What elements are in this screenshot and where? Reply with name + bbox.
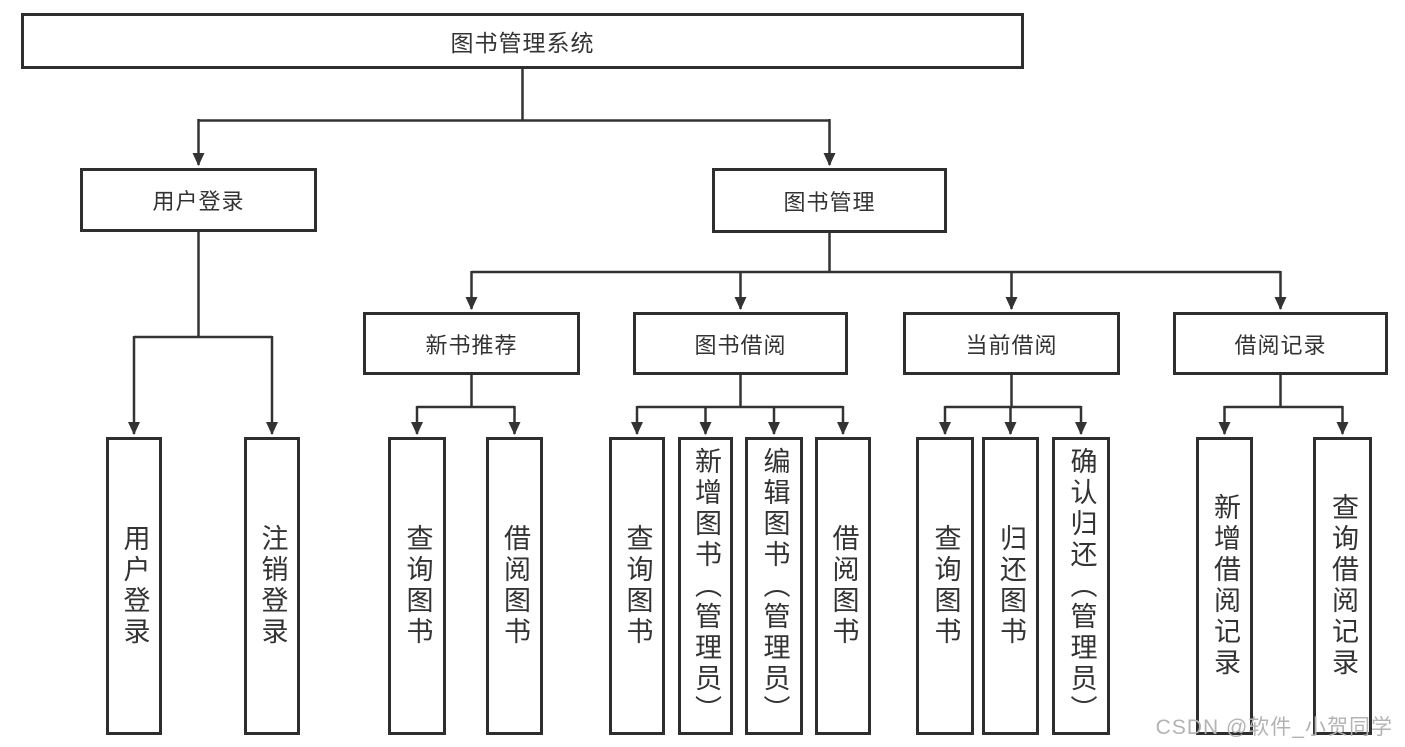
node-user-login: 用户登录 <box>80 168 317 232</box>
connector-new-book-rec-to-leaves <box>411 375 521 435</box>
leaf-borrow-books-borrowing: 借阅图书 <box>815 437 871 735</box>
node-library-management-system: 图书管理系统 <box>21 13 1024 69</box>
leaf-edit-books-admin: 编辑图书（管理员） <box>745 437 803 735</box>
connector-root-to-level2 <box>192 69 836 166</box>
node-new-book-recommendation: 新书推荐 <box>363 312 580 375</box>
connector-current-borrow-to-leaves <box>939 375 1087 435</box>
leaf-query-books-recommendation: 查询图书 <box>388 437 446 735</box>
leaf-borrow-books-recommendation: 借阅图书 <box>486 437 543 735</box>
node-current-borrowing: 当前借阅 <box>903 312 1120 375</box>
leaf-query-books-current: 查询图书 <box>916 437 974 735</box>
connector-user-login-to-leaves <box>128 232 278 435</box>
node-book-management: 图书管理 <box>712 168 947 233</box>
leaf-user-login: 用户登录 <box>106 437 162 735</box>
leaf-add-borrow-record: 新增借阅记录 <box>1196 437 1253 735</box>
csdn-watermark: CSDN @软件_小贺同学 <box>1155 716 1393 739</box>
leaf-return-books: 归还图书 <box>982 437 1039 735</box>
leaf-query-borrow-record: 查询借阅记录 <box>1313 437 1372 735</box>
connector-book-mgmt-to-level3 <box>465 233 1287 310</box>
leaf-confirm-return-admin: 确认归还（管理员） <box>1052 437 1110 735</box>
node-book-borrowing: 图书借阅 <box>633 312 848 375</box>
connector-book-borrow-to-leaves <box>631 375 849 435</box>
connector-borrow-records-to-leaves <box>1218 375 1349 435</box>
leaf-logout: 注销登录 <box>244 437 300 735</box>
leaf-query-books-borrowing: 查询图书 <box>609 437 665 735</box>
node-borrowing-records: 借阅记录 <box>1173 312 1388 375</box>
leaf-add-books-admin: 新增图书（管理员） <box>678 437 733 735</box>
